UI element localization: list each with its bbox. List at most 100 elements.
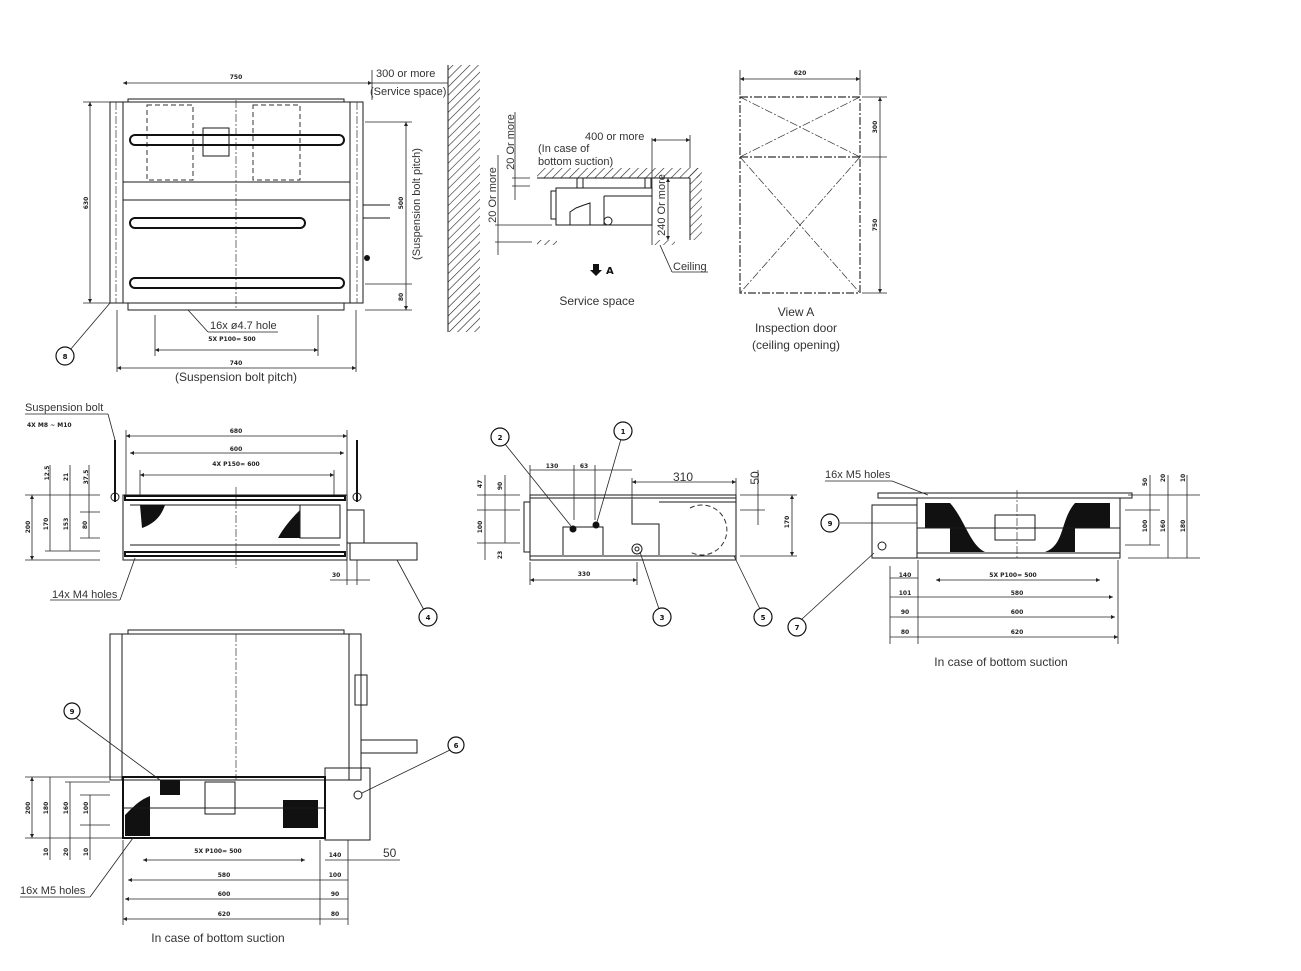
dim-200: 200 [25,521,32,534]
dim-680: 680 [230,428,243,435]
caption: In case of bottom suction [934,655,1067,669]
side-view: 680 600 4X P150= 600 Suspension bolt 4X … [25,402,438,627]
m5-holes-label: 16x M5 holes [825,469,891,481]
dim-500: 500 [398,197,405,210]
right-bracket [349,101,364,304]
row-main-pitch: 5X P100= 500 [989,572,1036,579]
row-left-140: 140 [899,572,912,579]
dim-100: 100 [1142,520,1149,533]
service-space-dim: 300 or more [376,68,435,80]
callout-9 [63,702,81,720]
bolt-spec: 4X M8 ~ M10 [27,422,72,429]
service-space-view: 20 Or more 20 Or more 400 or more (In ca… [487,112,708,308]
bottom-suction-plan-view: 200 180 160 100 10 20 10 5X P100= 500 14… [20,629,465,945]
dim-740: 740 [230,360,243,367]
unit-body [121,633,350,781]
side-note-2: bottom suction) [538,156,613,168]
dim-30: 30 [332,572,340,579]
dim-600: 600 [230,446,243,453]
dim-310: 310 [673,470,693,484]
callout-8 [55,346,75,366]
dim-23: 23 [497,551,504,559]
dim-12-5: 12.5 [44,466,51,481]
dim-153: 153 [63,518,70,531]
bottom-clearance: 20 Or more [487,167,499,223]
callout-9 [820,513,840,533]
dim-750: 750 [230,74,243,81]
row-main-580: 580 [1011,590,1024,597]
callout-6 [447,736,465,754]
dim-90: 90 [497,482,504,490]
pitch-label: 4X P150= 600 [212,461,259,468]
suspension-bolt-label: Suspension bolt [25,402,103,414]
m5-holes-label: 16x M5 holes [20,885,86,897]
dim-620: 620 [794,70,807,77]
end-view: 130 63 310 50 170 47 90 100 23 330 1 2 3… [477,421,797,627]
top-clearance: 20 Or more [505,114,517,170]
dim-50: 50 [383,846,397,860]
dim-180: 180 [43,802,50,815]
svg-text:6: 6 [454,742,459,750]
dim-63: 63 [580,463,588,470]
row-left-90: 90 [901,609,909,616]
dim-100: 100 [83,802,90,815]
dim-80: 80 [82,521,89,529]
row-main-580: 580 [218,872,231,879]
callout-1 [613,421,633,441]
svg-text:8: 8 [63,353,68,361]
dim-50: 50 [748,471,762,485]
dim-10b: 10 [83,848,90,856]
dim-100: 100 [477,521,484,534]
top-view: 750 300 or more (Service space) 630 500 … [55,65,480,384]
unit-body [529,494,737,561]
bolt-pitch-label-v: (Suspension bolt pitch) [411,148,423,260]
dim-160: 160 [1160,520,1167,533]
row-right-80: 80 [331,911,339,918]
row-right-100: 100 [329,872,342,879]
dim-630: 630 [83,197,90,210]
dim-21: 21 [63,473,70,481]
dim-37-5: 37.5 [83,470,90,485]
view-a-title: View A [778,305,814,319]
view-a-subtitle: Inspection door [755,321,837,335]
left-bracket [109,101,124,304]
dim-50: 50 [1142,478,1149,486]
dim-180: 180 [1180,520,1187,533]
svg-text:4: 4 [426,614,431,622]
bolt-pitch-label-h: (Suspension bolt pitch) [175,370,297,384]
dim-160: 160 [63,802,70,815]
row-right-140: 140 [329,852,342,859]
row-left-80: 80 [901,629,909,636]
dim-750: 750 [872,219,879,232]
callout-7 [787,617,807,637]
callout-5 [753,607,773,627]
wall-hatch [448,65,480,332]
svg-text:7: 7 [795,624,800,632]
svg-text:9: 9 [70,708,75,716]
m4-holes-label: 14x M4 holes [52,589,118,601]
row-left-101: 101 [899,590,912,597]
dim-330: 330 [578,571,591,578]
bottom-suction-side-view: 9 7 16x M5 holes 50 20 10 100 160 180 14… [787,469,1200,669]
dim-10: 10 [1180,474,1187,482]
svg-text:5: 5 [761,614,766,622]
svg-text:3: 3 [660,614,665,622]
dim-47: 47 [477,480,484,488]
view-a-note: (ceiling opening) [752,338,840,352]
view-arrow-icon [590,264,602,276]
callout-3 [652,607,672,627]
callout-4 [418,607,438,627]
row-main-620: 620 [218,911,231,918]
unit-body [122,101,351,304]
svg-text:9: 9 [828,520,833,528]
service-space-note: (Service space) [370,86,446,98]
dim-170: 170 [43,518,50,531]
view-a: 620 300 750 View A Inspection door (ceil… [739,70,887,352]
side-clearance: 400 or more [585,131,644,143]
dim-20: 20 [1160,474,1167,482]
dim-10a: 10 [43,848,50,856]
holes-pitch: 5X P100= 500 [208,336,255,343]
dim-80: 80 [398,293,405,301]
side-note-1: (In case of [538,143,590,155]
